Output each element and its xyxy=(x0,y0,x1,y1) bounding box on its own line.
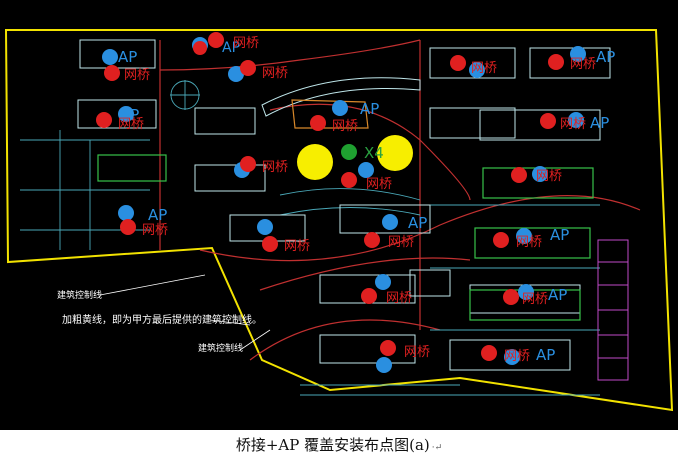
bridge-label: 网桥 xyxy=(471,61,497,76)
bridge-label: 网桥 xyxy=(570,57,596,72)
control-line-label-1: 建筑控制线 xyxy=(57,289,102,301)
bridge-dot xyxy=(240,60,256,76)
bridge-dot xyxy=(493,232,509,248)
yellow-node-left xyxy=(297,144,333,180)
ap-dot xyxy=(570,46,586,62)
ap-dot xyxy=(332,100,348,116)
bridge-dot xyxy=(540,113,556,129)
ap-dot xyxy=(375,274,391,290)
bridge-label: 网桥 xyxy=(522,292,548,307)
bridge-label: 网桥 xyxy=(332,119,358,134)
site-plan-map: 建筑控制线 建筑控制线 加粗黄线，即为甲方最后提供的建筑控制线。 X4 AP 网… xyxy=(0,0,678,430)
x4-label: X4 xyxy=(364,144,384,162)
ap-label: AP xyxy=(590,114,609,132)
roads xyxy=(159,39,641,361)
ap-dot xyxy=(518,284,534,300)
annotation-lines xyxy=(99,274,271,351)
x4-node xyxy=(341,144,357,160)
ap-label: AP xyxy=(548,286,567,304)
bridge-dot xyxy=(364,232,380,248)
ap-label: AP xyxy=(536,346,555,364)
bridge-dot xyxy=(120,219,136,235)
ap-dot xyxy=(118,205,134,221)
buildings-magenta xyxy=(597,239,629,381)
bridge-label: 网桥 xyxy=(284,239,310,254)
bridge-dot xyxy=(310,115,326,131)
bridge-dot xyxy=(193,41,207,55)
figure-caption: 桥接+AP 覆盖安装布点图(a)·↵ xyxy=(0,434,678,455)
ap-dot xyxy=(532,166,548,182)
bridge-label: 网桥 xyxy=(262,160,288,175)
ap-label: AP xyxy=(408,214,427,232)
bridge-label: 网桥 xyxy=(124,68,150,83)
ap-dot xyxy=(257,219,273,235)
ap-dot xyxy=(568,112,584,128)
bridge-dot xyxy=(262,236,278,252)
ap-bridge-markers: AP 网桥 AP 网桥 网桥 AP 网桥 AP 网桥 网桥 网桥 网桥 AP xyxy=(96,32,615,373)
ap-dot xyxy=(102,49,118,65)
boundary-note: 加粗黄线，即为甲方最后提供的建筑控制线。 xyxy=(62,313,262,326)
ap-label: AP xyxy=(550,226,569,244)
ap-dot xyxy=(118,106,134,122)
bridge-label: 网桥 xyxy=(536,169,562,184)
bridge-dot xyxy=(450,55,466,71)
ap-dot xyxy=(376,357,392,373)
ap-label: AP xyxy=(118,48,137,66)
site-boundary xyxy=(4,29,674,412)
ap-label: AP xyxy=(360,100,379,118)
bridge-label: 网桥 xyxy=(366,177,392,192)
bridge-label: 网桥 xyxy=(118,117,144,132)
bridge-label: 网桥 xyxy=(404,345,430,360)
cyan-paths xyxy=(20,80,600,396)
ap-label: AP xyxy=(222,40,240,56)
ap-dot xyxy=(504,349,520,365)
bridge-label: 网桥 xyxy=(233,36,259,51)
ap-dot xyxy=(228,66,244,82)
bridge-dot xyxy=(208,32,224,48)
bridge-dot xyxy=(96,112,112,128)
bridge-dot xyxy=(104,65,120,81)
bridge-dot xyxy=(481,345,497,361)
bridge-dot xyxy=(240,156,256,172)
ap-label: AP xyxy=(148,206,167,224)
bridge-dot xyxy=(341,172,357,188)
ap-dot xyxy=(382,214,398,230)
bridge-dot xyxy=(548,54,564,70)
bridge-label: 网桥 xyxy=(560,117,586,132)
bridge-label: 网桥 xyxy=(516,235,542,250)
bridge-label: 网桥 xyxy=(142,223,168,238)
ap-dot xyxy=(469,62,485,78)
bridge-label: 网桥 xyxy=(262,66,288,81)
ap-label: AP xyxy=(120,106,139,124)
ap-label: AP xyxy=(596,48,615,66)
caption-mark: ·↵ xyxy=(431,443,443,453)
bridge-dot xyxy=(503,289,519,305)
ap-dot xyxy=(358,162,374,178)
yellow-node-right xyxy=(377,135,413,171)
bridge-label: 网桥 xyxy=(504,349,530,364)
bridge-dot xyxy=(361,288,377,304)
bridge-dot xyxy=(380,340,396,356)
ap-dot xyxy=(516,228,532,244)
caption-text: 桥接+AP 覆盖安装布点图(a) xyxy=(235,436,430,454)
control-line-label-2: 建筑控制线 xyxy=(198,342,243,354)
bridge-label: 网桥 xyxy=(386,291,412,306)
bridge-dot xyxy=(511,167,527,183)
bridge-label: 网桥 xyxy=(388,235,414,250)
